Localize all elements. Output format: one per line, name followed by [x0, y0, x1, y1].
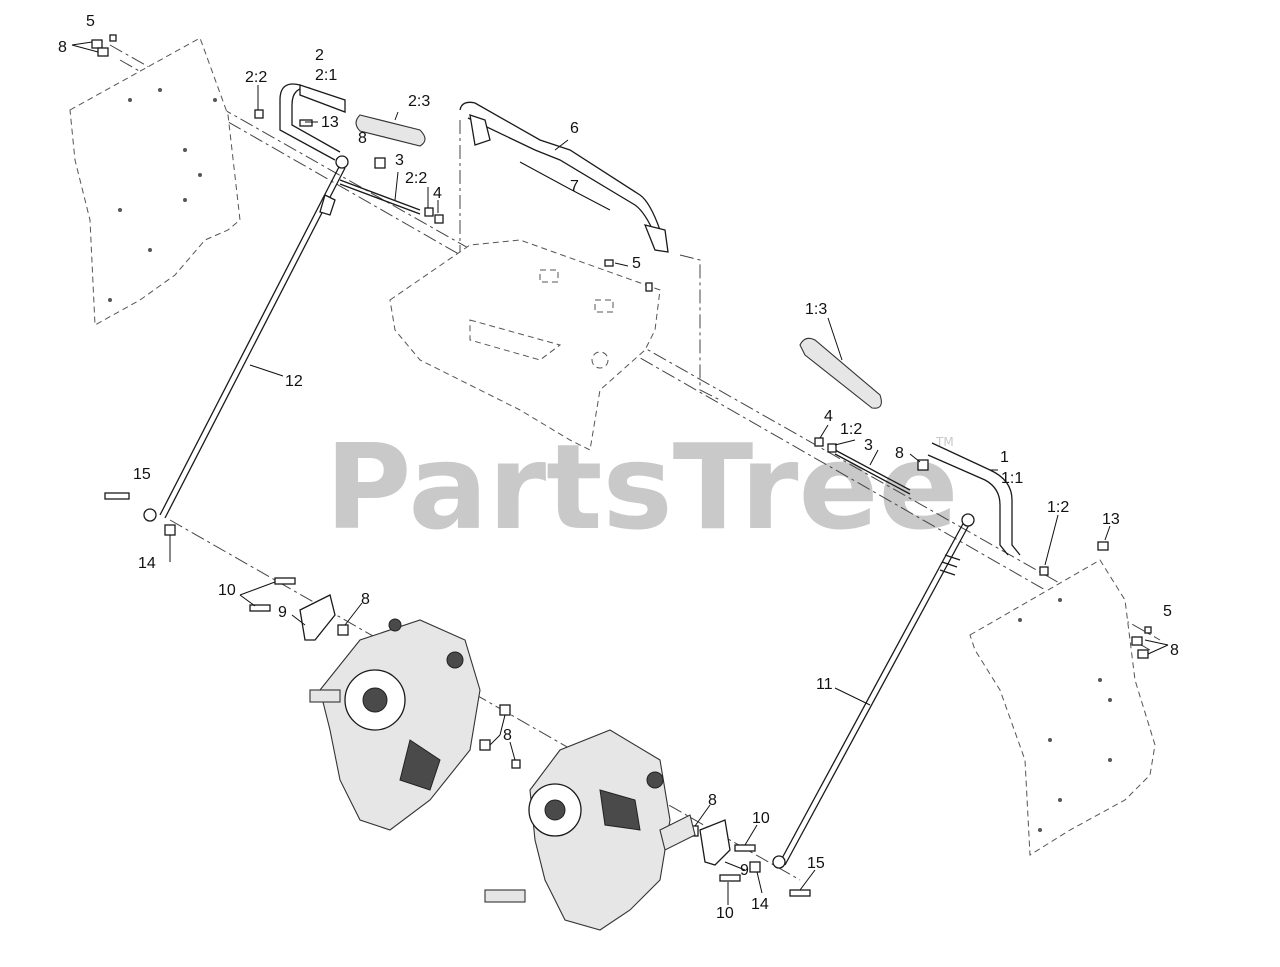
lever-brackets — [299, 594, 731, 866]
callout-1-2: 1:2 — [1047, 499, 1069, 516]
callout-5: 5 — [632, 255, 641, 272]
callout-8: 8 — [708, 792, 717, 809]
callout-5: 5 — [86, 13, 95, 30]
watermark-trademark: TM — [935, 435, 954, 449]
callout-10: 10 — [752, 810, 770, 827]
callout-9: 9 — [740, 862, 749, 879]
callout-8: 8 — [58, 39, 67, 56]
right-hydrostatic-transmission — [484, 729, 696, 931]
left-motion-control-lever — [279, 83, 426, 161]
center-chassis-plate — [389, 239, 661, 451]
callout-14: 14 — [138, 555, 156, 572]
callout-7: 7 — [570, 178, 579, 195]
callout-15: 15 — [133, 466, 151, 483]
callout-4: 4 — [433, 185, 442, 202]
callout-4: 4 — [824, 408, 833, 425]
callout-2: 2 — [315, 47, 324, 64]
callout-leaders — [71, 41, 1169, 905]
callout-3: 3 — [864, 437, 873, 454]
callout-13: 13 — [1102, 511, 1120, 528]
callout-1-1: 1:1 — [1001, 470, 1023, 487]
callout-13: 13 — [321, 114, 339, 131]
callout-10: 10 — [218, 582, 236, 599]
callout-11: 11 — [816, 676, 833, 693]
callout-3: 3 — [395, 152, 404, 169]
callout-8: 8 — [503, 727, 512, 744]
callout-2-1: 2:1 — [315, 67, 337, 84]
callout-8: 8 — [361, 591, 370, 608]
callout-9: 9 — [278, 604, 287, 621]
left-hydrostatic-transmission — [309, 618, 481, 831]
callout-8: 8 — [358, 130, 367, 147]
callout-1: 1 — [1000, 449, 1009, 466]
callout-15: 15 — [807, 855, 825, 872]
callout-12: 12 — [285, 373, 303, 390]
right-side-plate — [969, 559, 1156, 856]
callout-10: 10 — [716, 905, 734, 922]
callout-2-2: 2:2 — [245, 69, 267, 86]
callout-6: 6 — [570, 120, 579, 137]
callout-1-2: 1:2 — [840, 421, 862, 438]
callout-8: 8 — [895, 445, 904, 462]
callout-2-2: 2:2 — [405, 170, 427, 187]
callout-2-3: 2:3 — [408, 93, 430, 110]
left-side-plate — [69, 37, 241, 326]
callout-14: 14 — [751, 896, 769, 913]
control-rods — [143, 155, 975, 869]
pivot-shafts — [339, 179, 911, 495]
callout-5: 5 — [1163, 603, 1172, 620]
callout-8: 8 — [1170, 642, 1179, 659]
operator-presence-bail — [459, 101, 669, 253]
callout-1-3: 1:3 — [805, 301, 827, 318]
callout-labels: 5 8 2 2:1 2:2 2:3 13 8 3 2:2 4 6 7 5 1:3… — [58, 13, 1179, 922]
